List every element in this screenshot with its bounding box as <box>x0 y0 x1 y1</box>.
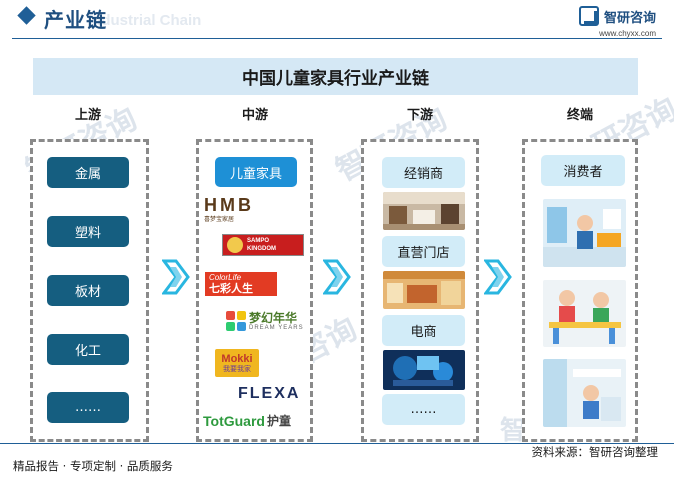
upstream-item: …… <box>47 392 129 423</box>
flow-arrow-icon <box>162 259 190 295</box>
brand-logo-totguard: TotGuard 护童 <box>203 412 291 429</box>
brand-name: 智研咨询 <box>603 10 656 26</box>
upstream-item: 塑料 <box>47 216 129 247</box>
terminal-label: 消费者 <box>541 155 625 186</box>
brand-logo-sampo: SAMPO KINGDOM <box>222 234 304 256</box>
header-divider <box>12 38 662 39</box>
stage-upstream: 上游 <box>74 108 101 123</box>
ecommerce-photo <box>383 350 465 390</box>
header-watermark-text: Industrial Chain <box>88 12 202 29</box>
child-bedroom-photo <box>543 359 626 427</box>
upstream-item: 化工 <box>47 334 129 365</box>
brand: 智研咨询 <box>578 6 656 26</box>
footer-source: 资料来源：智研咨询整理 <box>531 445 659 459</box>
brand-url: www.chyxx.com <box>599 29 656 38</box>
footer-divider <box>0 443 674 444</box>
brand-logo-flexa: FLEXA <box>238 385 301 402</box>
downstream-item: 经销商 <box>382 157 465 188</box>
child-playroom-photo <box>543 199 626 267</box>
brand-logo-hmb: HMB 喜梦宝家居 <box>204 195 254 223</box>
sampo-emblem-icon <box>227 237 243 253</box>
footer-slogan: 精品报告 · 专项定制 · 品质服务 <box>13 459 173 473</box>
midstream-label: 儿童家具 <box>215 157 297 187</box>
stage-terminal: 终端 <box>566 108 593 123</box>
stage-midstream: 中游 <box>241 108 268 123</box>
flow-arrow-icon <box>323 259 351 295</box>
chart-banner: 中国儿童家具行业产业链 <box>33 58 638 95</box>
children-study-photo <box>543 280 626 347</box>
downstream-item: 电商 <box>382 315 465 346</box>
stage-downstream: 下游 <box>406 108 433 123</box>
downstream-item: 直营门店 <box>382 236 465 267</box>
brand-logo-icon <box>578 6 599 26</box>
downstream-item: …… <box>382 394 465 425</box>
brand-logo-dream-years: 梦幻年华 DREAM YEARS <box>226 311 304 331</box>
upstream-item: 板材 <box>47 275 129 306</box>
store-photo <box>383 271 465 309</box>
brand-logo-mokki: Mokki 我要我家 <box>215 349 259 377</box>
dream-years-mark-icon <box>226 311 246 331</box>
page-title: 产业链 <box>44 8 107 32</box>
showroom-photo <box>383 192 465 230</box>
header-diamond-icon <box>17 6 36 25</box>
flow-arrow-icon <box>484 259 512 295</box>
brand-logo-colorlife: ColorLife 七彩人生 <box>205 272 277 296</box>
upstream-item: 金属 <box>47 157 129 188</box>
